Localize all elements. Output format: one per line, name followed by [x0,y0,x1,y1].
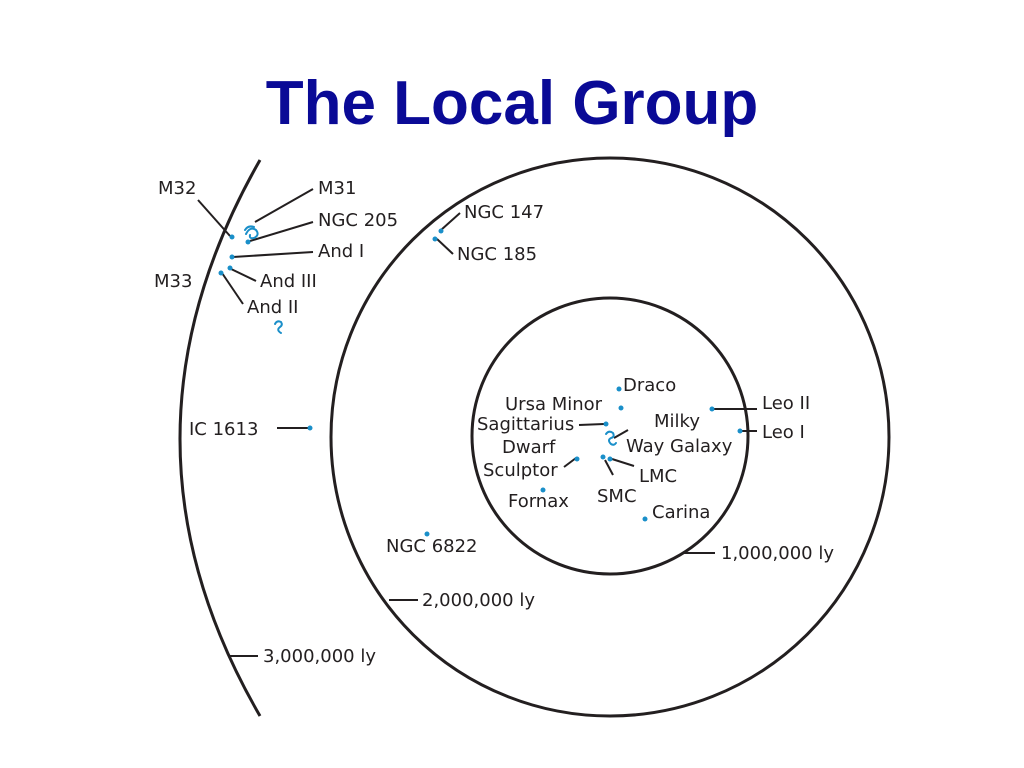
dot-icon [607,456,613,462]
label-draco: Draco [623,375,676,396]
label-ngc-205: NGC 205 [318,210,398,231]
label-leo-i: Leo I [762,422,805,443]
label-ngc-147: NGC 147 [464,202,544,223]
spiral-galaxy-icon [274,320,283,334]
label-ring-2-million-ly: 2,000,000 ly [422,590,535,611]
dot-icon [600,454,606,460]
dot-icon [245,239,251,245]
ring-2-million-ly [329,156,891,718]
label-m33: M33 [154,271,192,292]
spiral-galaxy-icon [244,225,259,240]
label-and-iii: And III [260,271,317,292]
label-ring-1-million-ly: 1,000,000 ly [721,543,834,564]
dot-icon [709,406,715,412]
dot-icon [603,421,609,427]
dwarf-galaxy-dots [218,228,743,537]
galaxy-labels: M32 M31 NGC 205 And I M33 And III And II… [154,178,834,667]
label-ngc-185: NGC 185 [457,244,537,265]
dot-icon [540,487,546,493]
dot-icon [307,425,313,431]
label-milky: Milky [654,411,700,432]
dot-icon [616,386,622,392]
dot-icon [229,254,235,260]
ring-3-million-ly-arc [178,159,262,717]
leader-lines [197,188,757,657]
label-smc: SMC [597,486,637,507]
label-dwarf: Dwarf [502,437,556,458]
label-and-ii: And II [247,297,299,318]
label-lmc: LMC [639,466,677,487]
label-ic-1613: IC 1613 [189,419,258,440]
distance-rings [178,156,891,718]
dot-icon [438,228,444,234]
label-leo-ii: Leo II [762,393,810,414]
label-ring-3-million-ly: 3,000,000 ly [263,646,376,667]
dot-icon [227,265,233,271]
label-sculptor: Sculptor [483,460,558,481]
slide-title: The Local Group [265,69,759,138]
dot-icon [737,428,743,434]
spiral-galaxies [244,225,617,446]
label-fornax: Fornax [508,491,569,512]
dot-icon [642,516,648,522]
dot-icon [432,236,438,242]
label-way-galaxy: Way Galaxy [626,436,733,457]
spiral-galaxy-icon [605,430,617,446]
label-sagittarius: Sagittarius [477,414,574,435]
dot-icon [424,531,430,537]
label-carina: Carina [652,502,710,523]
label-ngc-6822: NGC 6822 [386,536,478,557]
label-m31: M31 [318,178,356,199]
dot-icon [618,405,624,411]
dot-icon [574,456,580,462]
label-m32: M32 [158,178,196,199]
ring-1-million-ly [470,296,750,576]
dot-icon [229,234,235,240]
dot-icon [218,270,224,276]
label-and-i: And I [318,241,364,262]
label-ursa-minor: Ursa Minor [505,394,603,415]
